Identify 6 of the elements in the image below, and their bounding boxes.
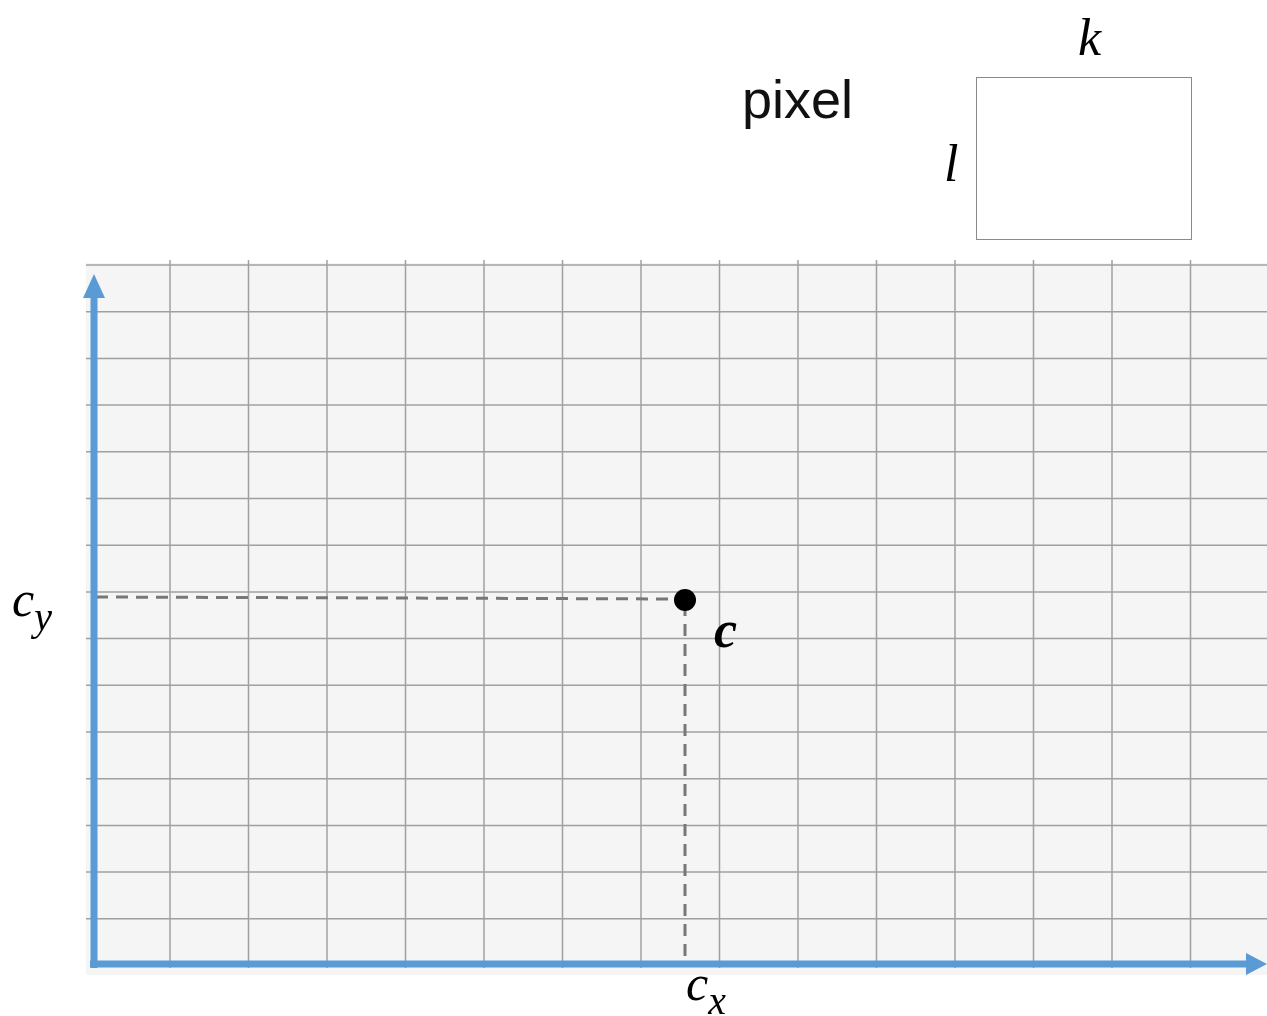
dimension-label: k [1078,12,1102,64]
point-label: c [714,604,738,656]
pixel-square [976,77,1192,240]
dimension-label: l [944,138,959,190]
axis-value-label: c$_{y}$ [12,574,52,637]
axis-value-label: c$_{x}$ [686,958,726,1016]
